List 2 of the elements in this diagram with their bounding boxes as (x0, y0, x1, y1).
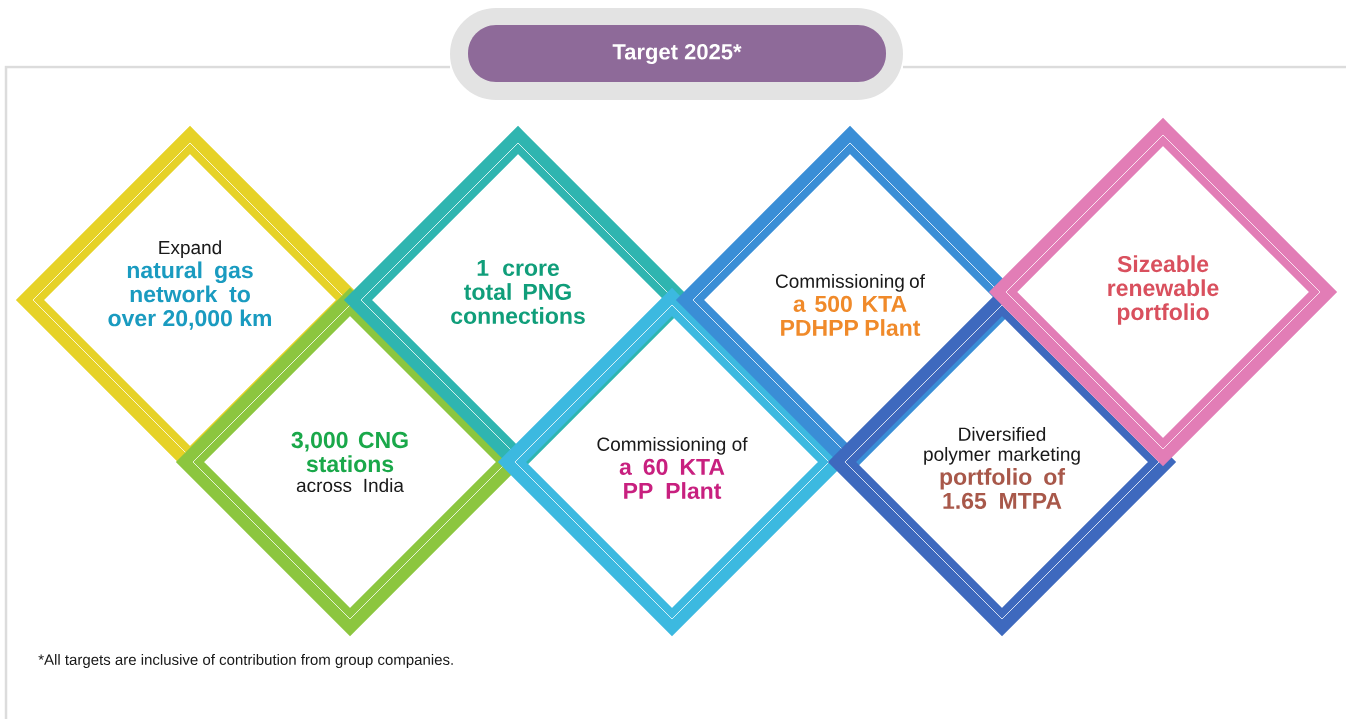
title-pill: Target 2025* (450, 8, 903, 100)
footnote: *All targets are inclusive of contribution from group companies. (38, 654, 453, 668)
